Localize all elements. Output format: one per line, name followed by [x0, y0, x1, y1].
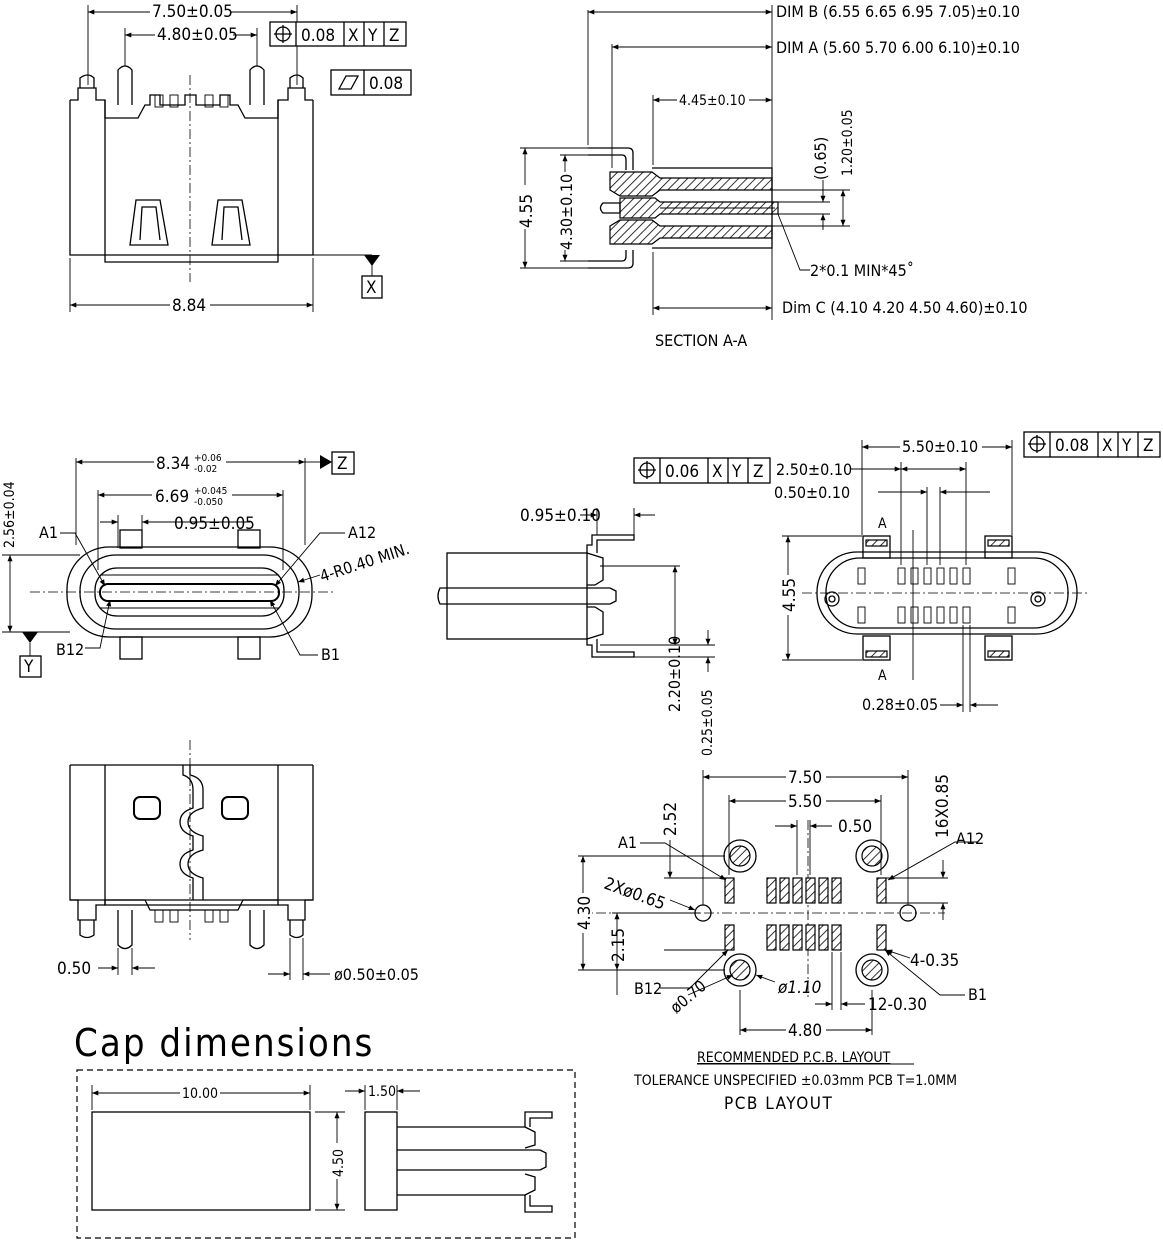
dim-dia-0-50: ø0.50±0.05	[334, 965, 419, 984]
dim-2-50: 2.50±0.10	[776, 460, 852, 479]
tol-upper: +0.06	[194, 453, 222, 464]
cap-title: Cap dimensions	[74, 1021, 374, 1065]
datum-box-z: Z	[337, 454, 347, 474]
bottom-view: 0.50 ø0.50±0.05	[57, 740, 419, 984]
position-tolerance-frame-1: 0.08 X Y Z	[269, 21, 407, 47]
pcb-dim-2x-0-65: 2Xø0.65	[601, 874, 668, 915]
flatness-value: 0.08	[369, 74, 403, 94]
pcb-label-b1: B1	[968, 985, 987, 1004]
pcb-dim-dia-0-70: ø0.70	[666, 976, 710, 1017]
radius-note: 4-R0.40 MIN.	[317, 539, 411, 586]
pcb-dim-16x0-85: 16X0.85	[933, 774, 953, 838]
section-caption: SECTION A-A	[655, 331, 747, 350]
label-a1: A1	[39, 523, 58, 542]
pcb-note-title: RECOMMENDED P.C.B. LAYOUT	[697, 1050, 891, 1066]
dim-0-50-bottom: 0.50	[57, 959, 91, 979]
dim-c: Dim C (4.10 4.20 4.50 4.60)±0.10	[782, 298, 1028, 317]
datum-box-y: Y	[23, 657, 34, 677]
pcb-dim-12-0-30: 12-0.30	[868, 995, 927, 1015]
dim-0-25: 0.25±0.05	[700, 689, 716, 756]
dim-2-20: 2.20±0.10	[665, 636, 684, 712]
shell-tabs	[862, 535, 1013, 661]
cap-dim-10-00: 10.00	[182, 1086, 218, 1102]
pcb-dim-4-30: 4.30	[575, 896, 595, 930]
pcb-note-tolerance: TOLERANCE UNSPECIFIED ±0.03mm PCB T=1.0M…	[633, 1073, 957, 1089]
pcb-caption: PCB LAYOUT	[724, 1094, 833, 1114]
tol-value-2: 0.08	[1055, 436, 1089, 456]
dim-4-45: 4.45±0.10	[679, 93, 746, 109]
datum-z-3: Z	[753, 462, 763, 482]
dim-4-55: 4.55	[517, 194, 537, 228]
signal-pads	[857, 567, 1016, 624]
dim-1-20: 1.20±0.05	[840, 109, 856, 176]
pcb-dim-4-80: 4.80	[788, 1021, 822, 1041]
dim-0-50-fp: 0.50±0.10	[774, 483, 850, 502]
front-view: 7.50±0.05 4.80±0.05 0.08 X Y Z 0.08 8.8	[69, 2, 412, 316]
datum-x-2: X	[1102, 436, 1112, 456]
cap-dim-1-50: 1.50	[368, 1084, 396, 1100]
pcb-dim-2-52: 2.52	[661, 802, 681, 836]
pcb-label-a12: A12	[956, 829, 984, 848]
pcb-label-b12: B12	[634, 979, 662, 998]
label-b1: B1	[321, 645, 340, 664]
datum-y: Y	[367, 26, 378, 46]
datum-z: Z	[389, 26, 399, 46]
dim-b: DIM B (6.55 6.65 6.95 7.05)±0.10	[776, 2, 1020, 21]
pcb-dim-4-0-35: 4-0.35	[910, 951, 959, 971]
dim-0-65: (0.65)	[811, 137, 830, 180]
pcb-layout-view: 7.50 5.50 0.50 2.52 4.30 2.15 16X0.85 A1…	[572, 768, 987, 1114]
dim-5-50: 5.50±0.10	[902, 437, 978, 456]
pcb-dim-0-50: 0.50	[838, 817, 872, 837]
pcb-label-a1: A1	[618, 833, 637, 852]
dim-0-95-side: 0.95±0.10	[520, 506, 601, 526]
dim-0-28: 0.28±0.05	[862, 695, 938, 714]
dim-4-55-fp: 4.55	[780, 578, 800, 612]
section-a-a-view: DIM B (6.55 6.65 6.95 7.05)±0.10 DIM A (…	[515, 2, 1028, 350]
dim-0-95: 0.95±0.05	[174, 514, 255, 534]
flatness-frame: 0.08	[330, 69, 412, 96]
tol-lower: -0.02	[194, 464, 217, 475]
tol-lower-669: -0.050	[194, 497, 223, 508]
cap-dim-4-50: 4.50	[331, 1149, 347, 1177]
section-mark-top: A	[878, 516, 887, 532]
dim-2-56: 2.56±0.04	[2, 481, 18, 548]
datum-y-3: Y	[731, 462, 742, 482]
datum-box-x: X	[366, 278, 376, 298]
tol-value: 0.08	[301, 26, 335, 46]
datum-z-2: Z	[1143, 436, 1153, 456]
dim-8-34: 8.34	[156, 454, 190, 474]
label-b12: B12	[56, 640, 84, 659]
pcb-dim-2-15: 2.15	[609, 928, 629, 962]
dim-6-69: 6.69	[155, 487, 189, 507]
pcb-dim-7-50: 7.50	[788, 768, 822, 788]
dim-4-80: 4.80±0.05	[157, 25, 238, 45]
side-view: 0.95±0.10 2.20±0.10 0.25±0.05	[437, 506, 716, 756]
pcb-dim-5-50: 5.50	[788, 792, 822, 812]
cap-dimensions-section: Cap dimensions 10.00 4.50 1.50	[74, 1021, 576, 1239]
footprint-view: A A 5.50±0.10 0.08 X Y Z 0.06 X	[633, 431, 1161, 714]
label-a12: A12	[348, 523, 376, 542]
dim-a: DIM A (5.60 5.70 6.00 6.10)±0.10	[776, 38, 1020, 57]
pcb-dim-dia-1-10: ø1.10	[777, 978, 821, 998]
section-mark-bottom: A	[878, 668, 887, 684]
dim-4-30: 4.30±0.10	[557, 174, 576, 250]
mating-face-view: 8.34 +0.06 -0.02 Z 6.69 +0.045 -0.050 0.…	[2, 451, 412, 678]
datum-y-2: Y	[1121, 436, 1132, 456]
tol-value-3: 0.06	[665, 462, 699, 482]
chamfer-note: 2*0.1 MIN*45˚	[810, 261, 914, 280]
position-tolerance-frame-3: 0.06 X Y Z	[633, 457, 771, 484]
position-tolerance-frame-2: 0.08 X Y Z	[1023, 431, 1161, 458]
dim-8-84: 8.84	[172, 296, 206, 316]
pcb-pads	[724, 877, 887, 951]
datum-x-3: X	[712, 462, 722, 482]
datum-x: X	[348, 26, 358, 46]
dim-7-50: 7.50±0.05	[152, 2, 233, 22]
tol-upper-669: +0.045	[194, 486, 227, 497]
